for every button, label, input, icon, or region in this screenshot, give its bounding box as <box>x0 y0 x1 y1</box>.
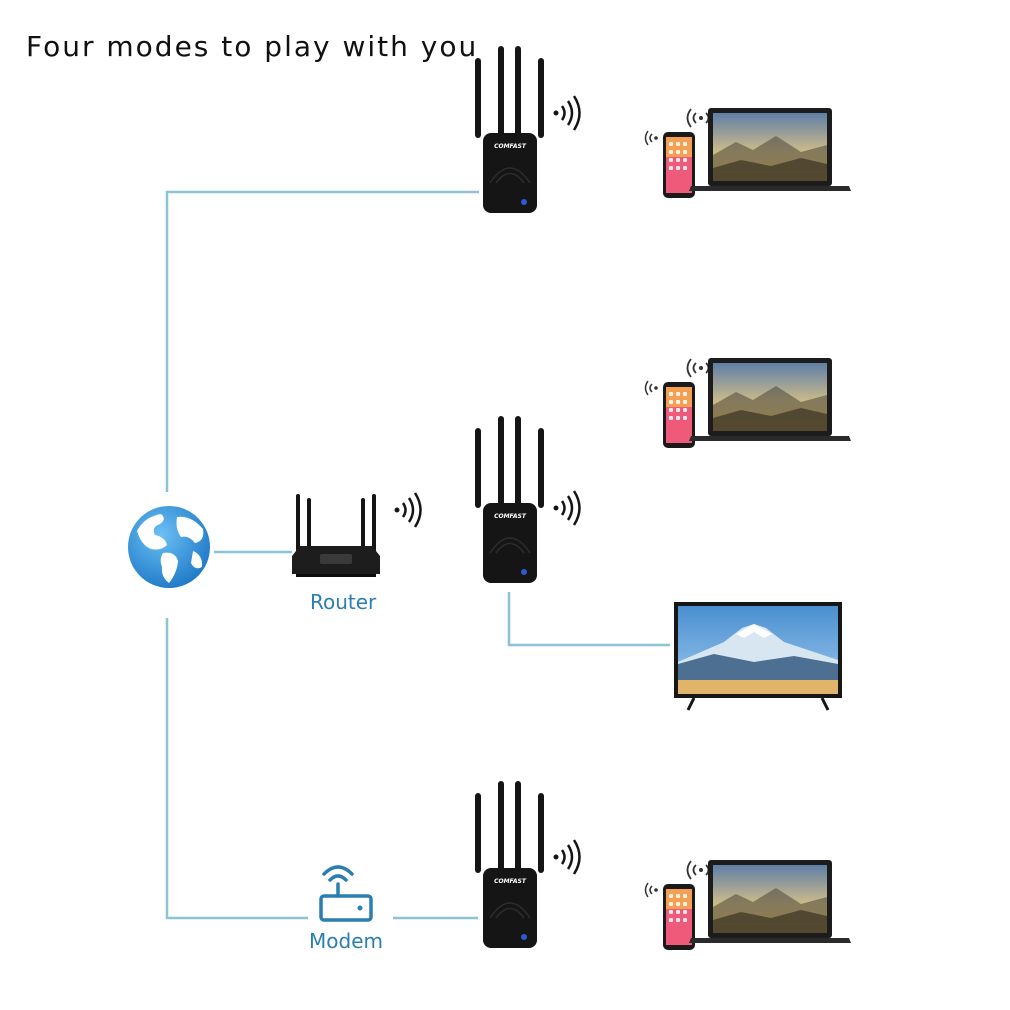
phone-laptop-icon <box>644 859 852 951</box>
globe-icon <box>128 506 210 588</box>
phone-laptop-icon <box>644 357 852 449</box>
wifi-signal-icon <box>552 94 581 132</box>
page-title: Four modes to play with you <box>26 30 479 63</box>
repeater-icon <box>474 780 545 949</box>
router-label: Router <box>310 590 377 614</box>
tv-icon <box>674 602 842 711</box>
phone-laptop-icon <box>644 107 852 199</box>
wifi-signal-icon <box>552 838 581 876</box>
wifi-signal-icon <box>393 491 422 529</box>
modem-icon <box>319 865 373 922</box>
repeater-icon <box>474 415 545 584</box>
connection-lines <box>165 190 670 920</box>
router-icon <box>292 494 380 577</box>
repeater-icon <box>474 45 545 214</box>
wifi-signal-icon <box>552 489 581 527</box>
modem-label: Modem <box>309 929 383 953</box>
